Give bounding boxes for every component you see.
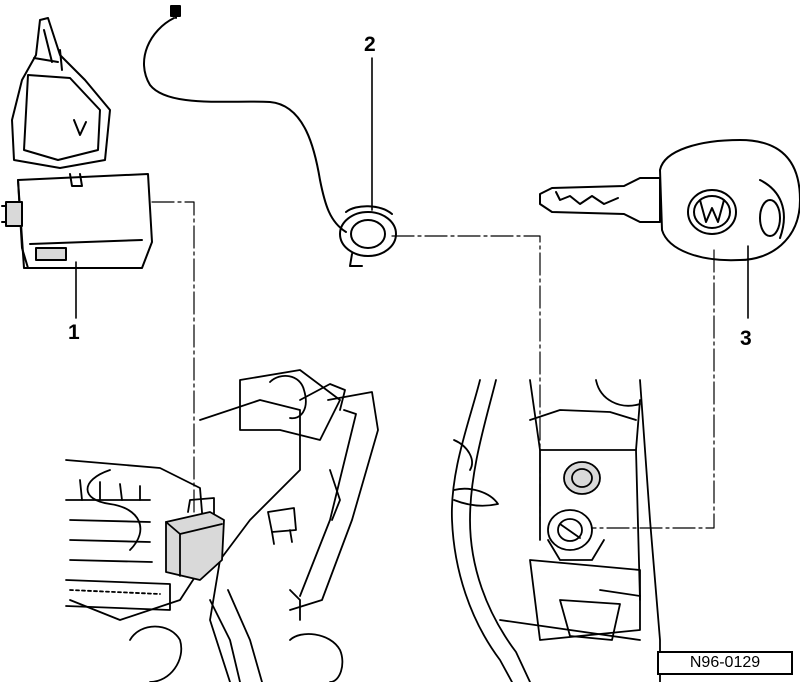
installation-guide-lines	[151, 201, 715, 529]
callout-1: 1	[68, 321, 80, 344]
figure-reference-label: N96-0129	[657, 651, 793, 675]
callout-2: 2	[364, 33, 376, 56]
installation-view-ignition-lock	[451, 379, 661, 682]
callout-3: 3	[740, 327, 752, 350]
installation-view-dash-panel	[65, 369, 379, 682]
ring-coil-part-2	[143, 5, 397, 267]
control-unit-part-1	[1, 17, 153, 319]
key-part-3	[539, 139, 800, 319]
